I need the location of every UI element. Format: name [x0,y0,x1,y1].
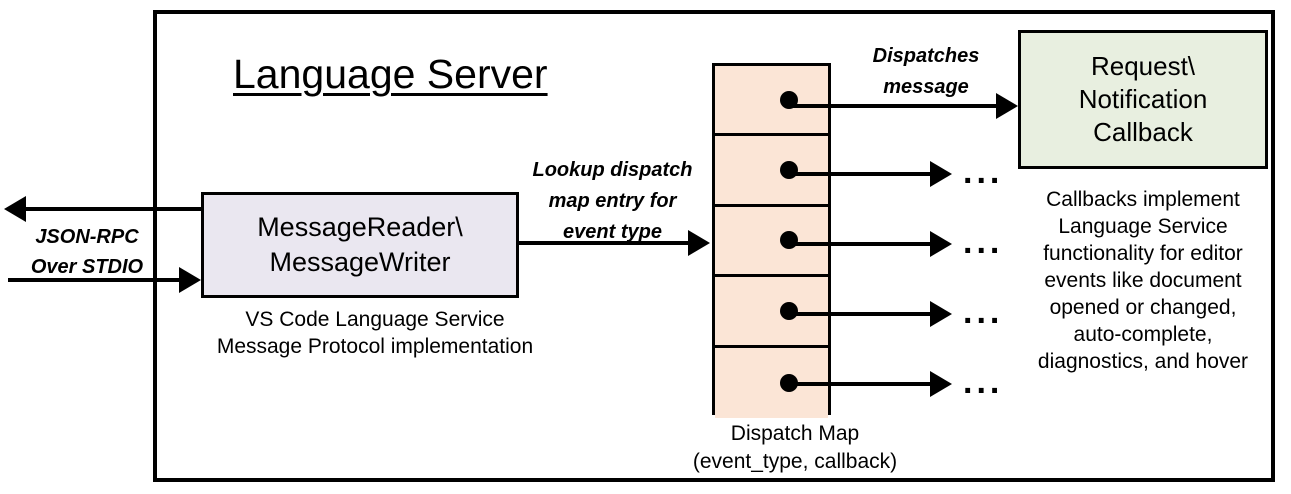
request-notification-callback-box[interactable]: Request\ Notification Callback [1018,30,1268,169]
message-reader-writer-box[interactable]: MessageReader\ MessageWriter [201,192,519,298]
table-row[interactable] [715,66,828,137]
jsonrpc-outgoing-line [26,207,206,211]
arrow-left-icon [4,196,26,222]
jsonrpc-label-line2: Over STDIO [30,256,144,278]
jsonrpc-label-line1: JSON-RPC [35,226,139,248]
arrow-right-icon [179,267,201,293]
callback-box-line3: Callback [1093,117,1193,147]
dispatch-map-caption: Dispatch Map (event_type, callback) [650,420,940,476]
callback-desc-line6: auto-complete, [1073,323,1213,346]
entry-dot-icon [780,301,798,320]
arrow-right-icon [930,231,952,257]
reader-box-line1: MessageReader\ [257,212,463,242]
reader-caption-line2: Message Protocol implementation [216,335,534,358]
dispatch-label-line2: message [883,76,969,98]
entry-dot-icon [780,231,798,250]
callback-description: Callbacks implement Language Service fun… [1010,186,1276,375]
dispatch-row3-line [791,242,936,246]
lookup-label-line3: event type [563,221,662,243]
dispatch-row4-line [791,312,936,316]
arrow-right-icon [930,161,952,187]
jsonrpc-label: JSON-RPC Over STDIO [12,222,162,282]
message-reader-caption: VS Code Language Service Message Protoco… [190,306,560,360]
lookup-dispatch-label: Lookup dispatch map entry for event type [515,155,710,248]
callback-desc-line4: events like document [1044,269,1242,292]
dispatch-row5-line [791,382,936,386]
arrow-right-icon [688,230,710,256]
callback-desc-line3: functionality for editor [1043,242,1243,265]
entry-dot-icon [780,161,798,180]
callback-box-line1: Request\ [1090,51,1196,81]
arrow-right-icon [996,93,1018,119]
reader-box-line2: MessageWriter [269,247,451,277]
jsonrpc-incoming-line [8,278,183,282]
arrow-right-icon [930,301,952,327]
map-caption-line2: (event_type, callback) [692,450,898,473]
lookup-line [519,241,689,245]
callback-desc-line7: diagnostics, and hover [1037,350,1249,373]
dispatch-row1-line [791,104,1003,108]
callback-desc-line5: opened or changed, [1049,296,1237,319]
dispatch-label-line1: Dispatches [872,45,980,67]
dispatches-message-label: Dispatches message [836,41,1016,103]
callback-desc-line2: Language Service [1058,215,1228,238]
row2-ellipsis: ... [963,153,1004,191]
dispatch-row2-line [791,172,936,176]
table-row[interactable] [715,206,828,278]
row3-ellipsis: ... [963,223,1004,261]
row4-ellipsis: ... [963,293,1004,331]
lookup-label-line1: Lookup dispatch [532,159,693,181]
page-title: Language Server [233,51,548,97]
arrow-right-icon [930,371,952,397]
callback-box-line2: Notification [1078,84,1208,114]
entry-dot-icon [780,373,798,392]
lookup-label-line2: map entry for [548,190,677,212]
callback-desc-line1: Callbacks implement [1046,188,1240,211]
reader-caption-line1: VS Code Language Service [245,308,505,331]
language-server-frame [153,10,1275,482]
row5-ellipsis: ... [963,363,1004,401]
dispatch-map-table[interactable] [712,63,831,418]
map-caption-line1: Dispatch Map [730,422,860,445]
